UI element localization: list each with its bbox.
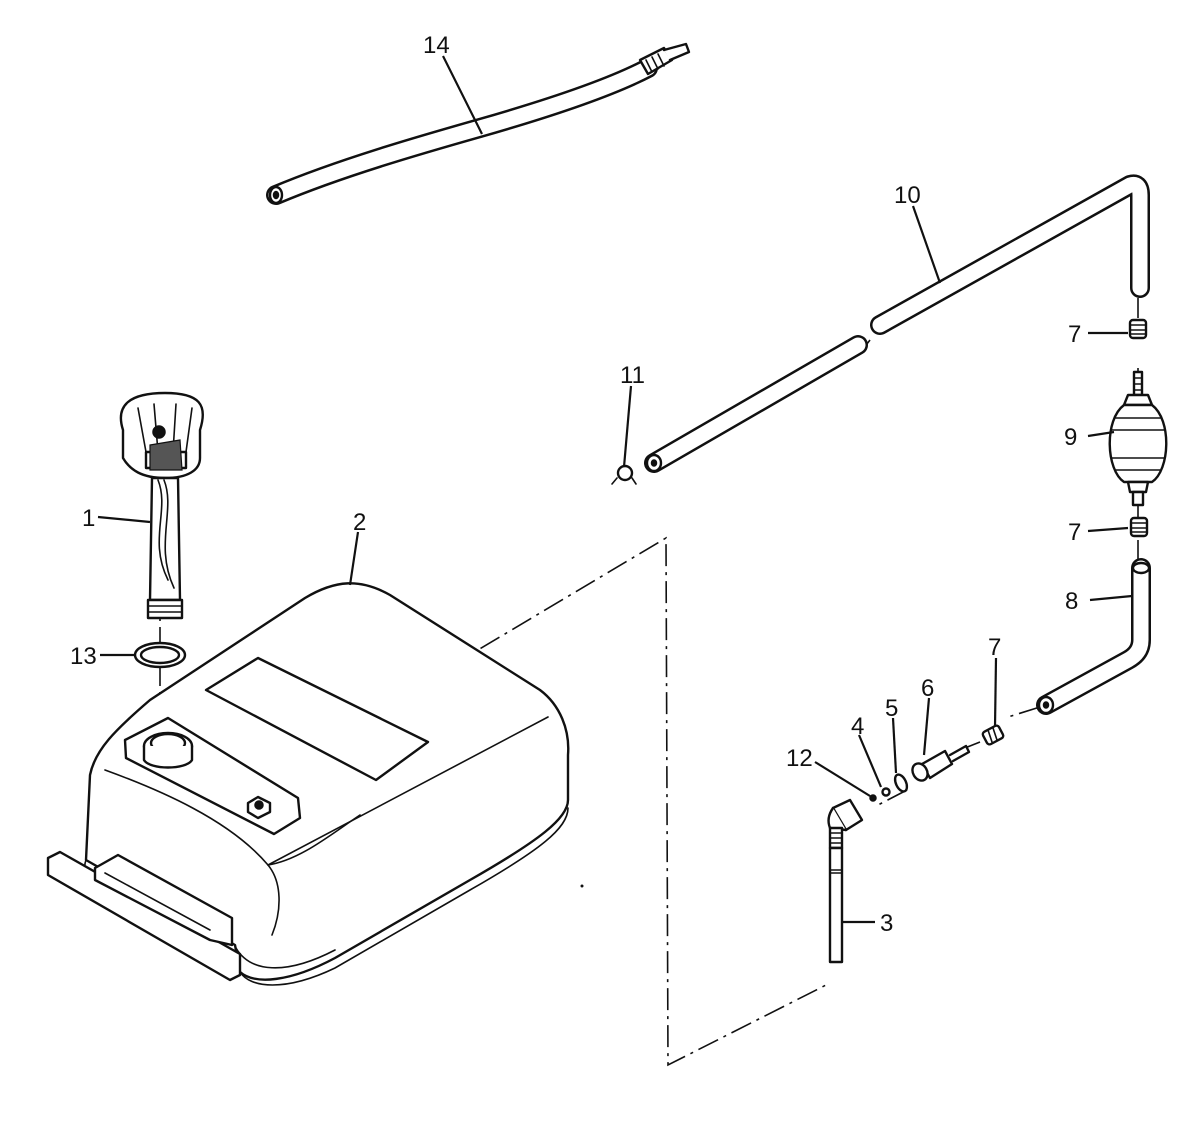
leader-lines — [97, 55, 1133, 924]
callout-2: 2 — [353, 509, 366, 536]
primer-hose — [644, 174, 1150, 473]
fuel-pickup-tube — [827, 798, 864, 964]
callout-8: 8 — [1065, 588, 1078, 615]
fitting-upper — [1128, 318, 1148, 340]
fuel-gauge — [119, 391, 205, 620]
callout-5: 5 — [885, 695, 898, 722]
quick-connector — [911, 744, 971, 782]
bent-hose — [1036, 558, 1151, 715]
callout-14: 14 — [423, 32, 450, 59]
fitting-middle — [1129, 516, 1149, 538]
callout-labels: 14 10 11 1 2 13 7 9 7 8 7 6 5 4 12 3 — [70, 32, 1081, 937]
callout-12: 12 — [786, 745, 813, 772]
callout-4: 4 — [851, 713, 864, 740]
callout-7-upper: 7 — [1068, 321, 1081, 348]
callout-9: 9 — [1064, 424, 1077, 451]
gauge-gasket — [133, 641, 187, 669]
primer-bulb — [1108, 370, 1168, 507]
hose-clamp — [611, 464, 637, 485]
fitting-lower — [981, 724, 1005, 746]
callout-10: 10 — [894, 182, 921, 209]
fuel-tank — [46, 582, 570, 986]
callout-13: 13 — [70, 643, 97, 670]
o-ring-small — [893, 773, 909, 793]
callout-7-lower: 7 — [988, 634, 1001, 661]
fuel-line-hose — [266, 42, 691, 205]
callout-6: 6 — [921, 675, 934, 702]
callout-7-middle: 7 — [1068, 519, 1081, 546]
check-ball — [881, 787, 891, 797]
callout-1: 1 — [82, 505, 95, 532]
callout-11: 11 — [620, 362, 645, 389]
callout-3: 3 — [880, 910, 893, 937]
washer-small — [869, 794, 877, 802]
stray-dot — [580, 884, 584, 888]
